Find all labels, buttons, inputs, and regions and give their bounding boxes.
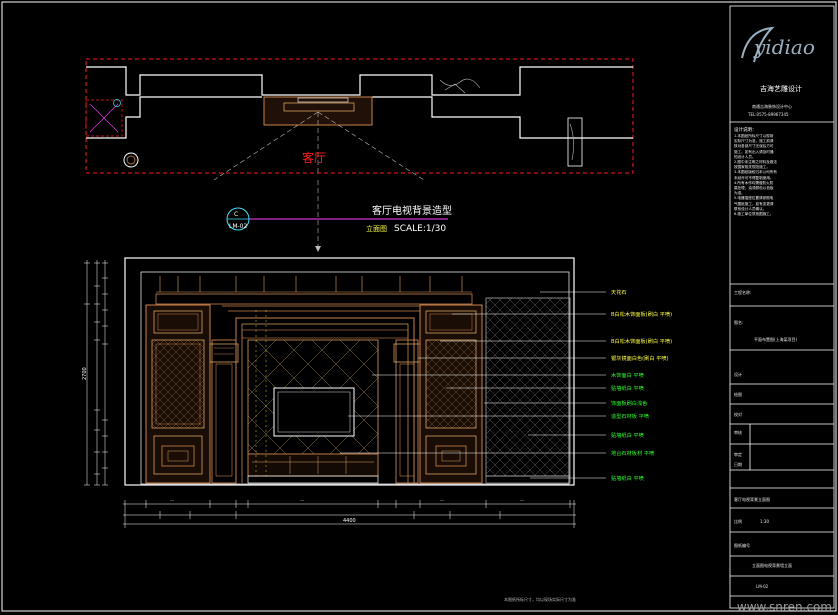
note-line: 实际尺寸为准，施工前请 <box>734 139 774 144</box>
label-review: 审核 <box>734 430 742 435</box>
value-project: 平面布置图(上海某项目) <box>754 337 798 342</box>
dim-overall: 4400 <box>343 518 356 524</box>
right-wallpaper-panel <box>485 297 571 477</box>
company-subname: 南通吉海装饰设计中心 <box>752 104 792 109</box>
note-line: 施工。如有出入请及时通 <box>734 149 774 154</box>
callout-label: 银灰镜面白色(刷白 平喷) <box>611 354 669 362</box>
label-approve: 审定 <box>734 452 742 457</box>
tv-cabinet <box>247 453 379 477</box>
callout-label: B白松木饰面板(刷白 平喷) <box>611 310 672 318</box>
note-line: 6.施工单位须按图施工。 <box>734 212 774 217</box>
callout-label: 贴墙纸白 平喷 <box>611 384 645 392</box>
note-line: 气图纸施工，如有变更请 <box>734 201 774 206</box>
plan-room-label: 客厅 <box>302 150 326 165</box>
svg-text:---: --- <box>300 498 305 503</box>
label-sheet-no: 图纸编号 <box>734 543 750 548</box>
ceiling-cornice <box>155 293 473 305</box>
company-tel: TEL:0575-89967345 <box>748 112 789 117</box>
note-line: 1.本图纸所标尺寸以现场 <box>734 134 774 138</box>
section-marker-bottom: LM-02 <box>229 223 248 230</box>
plan-boundary <box>85 58 634 174</box>
logo-text: yidiao <box>753 35 815 59</box>
label-scale: 比例 <box>734 519 742 524</box>
value-sheet-no: LM-02 <box>756 584 769 589</box>
callout-label: 贴墙纸白 平喷 <box>611 474 645 482</box>
note-line: 5.电器插座位置请参照电 <box>734 196 774 201</box>
note-line: 3.本图纸版权归本公司所有 <box>734 170 777 175</box>
note-line: 未经许可不得复制使用。 <box>734 175 774 180</box>
elevation-title: 客厅电视背景造型 <box>372 204 452 217</box>
note-line: 4.所有木作均需做防火防 <box>734 180 774 185</box>
elevation-scale: SCALE:1/30 <box>394 224 446 234</box>
dimension-values: --- --- --- --- <box>170 498 525 503</box>
elevation-subtitle: 立面图 <box>366 224 387 233</box>
svg-text:---: --- <box>170 498 175 503</box>
elevation-title-block: C LM-02 客厅电视背景造型 立面图 SCALE:1/30 <box>226 204 452 234</box>
dim-height: 2700 <box>82 367 88 380</box>
elevation-footnote: 本图纸所标尺寸，均以现场实际尺寸为准 <box>504 596 576 602</box>
callout-label: 地台石材板材 平喷 <box>611 449 655 457</box>
tv-wall-elevation <box>124 257 606 486</box>
notes-heading: 设计说明： <box>734 128 757 133</box>
value-sheet-name: 立面图电视背景墙立面 <box>752 563 792 568</box>
note-line: 腐处理，油漆颜色以色板 <box>734 186 774 191</box>
note-line: 按国家相关规范施工。 <box>734 165 770 170</box>
label-drawing: 图名: <box>734 320 744 325</box>
callout-label: 饰面板刷白浅色 <box>611 399 647 407</box>
svg-text:---: --- <box>520 498 525 503</box>
note-line: 2.图中未注明之材料及做法 <box>734 160 777 165</box>
company-name: 吉海艺雕设计 <box>760 85 802 93</box>
callout-label: B白松木饰面板(刷白 平喷) <box>611 337 672 345</box>
callout-leaders <box>340 291 606 479</box>
label-designer: 设计 <box>734 372 742 377</box>
dimension-lines <box>84 260 576 528</box>
left-pilaster <box>211 339 237 484</box>
design-notes: 1.本图纸所标尺寸以现场 实际尺寸为准，施工前请 核对各部尺寸无误后方可 施工。… <box>734 134 830 217</box>
value-scale: 1:30 <box>760 519 769 524</box>
title-block-frame <box>729 5 835 609</box>
wall-outline <box>124 257 575 486</box>
callout-label: 天花石 <box>611 288 627 296</box>
callout-labels: 天花石 B白松木饰面板(刷白 平喷) B白松木饰面板(刷白 平喷) 银灰镜面白色… <box>611 288 672 482</box>
label-drawing-name: 客厅电视背景立面图 <box>734 497 770 502</box>
label-date: 日期 <box>734 462 742 467</box>
company-logo: yidiao <box>741 26 815 63</box>
callout-label: 造型石材板 平喷 <box>611 412 650 420</box>
label-check: 校对 <box>734 412 742 417</box>
note-line: 为准。 <box>734 191 745 196</box>
note-line: 联系设计人员确认。 <box>734 206 767 211</box>
note-line: 核对各部尺寸无误后方可 <box>734 144 774 149</box>
label-project: 工程名称: <box>734 290 752 295</box>
floor-plan: 客厅 <box>85 58 634 181</box>
note-line: 知设计人员。 <box>734 154 756 159</box>
label-draftsman: 绘图 <box>734 392 742 397</box>
right-pilaster <box>395 339 419 484</box>
callout-label: 木饰面白 平喷 <box>611 371 645 379</box>
tv-screen <box>273 387 355 437</box>
callout-label: 贴墙纸白 平喷 <box>611 431 645 439</box>
watermark: www.snren.com <box>736 600 832 614</box>
svg-text:---: --- <box>440 498 445 503</box>
section-marker-top: C <box>234 211 238 218</box>
